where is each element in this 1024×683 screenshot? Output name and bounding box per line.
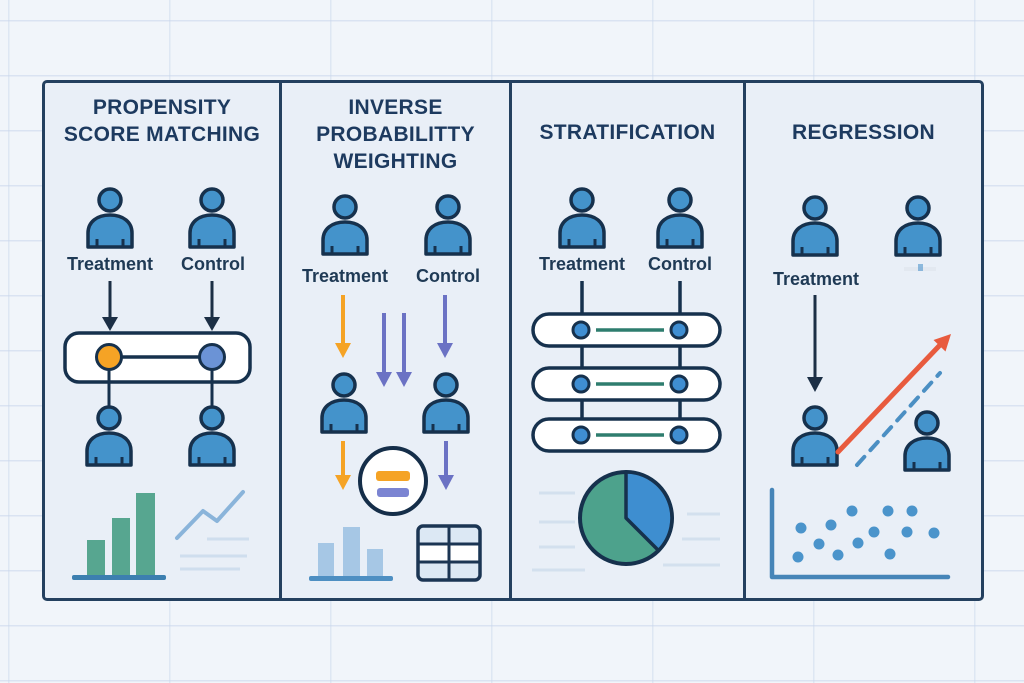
- bar-chart-icon: [309, 527, 393, 581]
- stratum-dot: [571, 320, 591, 340]
- person-icon: [424, 194, 472, 256]
- stratum-dot: [669, 374, 689, 394]
- stratification-diagram: Treatment Control: [512, 83, 743, 598]
- match-dot-treated: [95, 343, 123, 371]
- weight-arrow-orange-icon: [335, 295, 351, 358]
- down-arrow-icon: [204, 281, 220, 331]
- panel-inverse-probability-weighting: INVERSE PROBABILITTY WEIGHTING: [279, 83, 509, 598]
- regression-graphics: [769, 195, 951, 580]
- person-icon: [85, 405, 133, 467]
- person-icon: [656, 187, 704, 249]
- person-icon: [320, 372, 368, 434]
- stratification-graphics: [531, 187, 722, 572]
- down-arrow-icon: [102, 281, 118, 331]
- control-label: Control: [416, 266, 480, 286]
- person-icon: [791, 405, 839, 467]
- equals-circle-icon: [358, 446, 428, 516]
- match-dot-control: [198, 343, 226, 371]
- ipw-graphics: [309, 194, 482, 582]
- pie-chart-icon: [578, 470, 674, 566]
- scatter-plot-icon: [769, 487, 951, 580]
- erased-label-mark: [904, 264, 936, 271]
- weight-arrow-orange-icon: [335, 441, 351, 490]
- person-icon: [188, 405, 236, 467]
- table-icon: [416, 524, 482, 582]
- dashed-trend-line-icon: [855, 371, 942, 467]
- treatment-label: Treatment: [538, 254, 626, 274]
- panel-title: REGRESSION: [791, 121, 936, 144]
- psm-graphics: [63, 187, 252, 580]
- stratum-dot: [571, 374, 591, 394]
- treatment-label: Treatment: [66, 254, 154, 274]
- person-icon: [422, 372, 470, 434]
- person-icon: [903, 410, 951, 472]
- panel-stratification: STRATIFICATION: [509, 83, 743, 598]
- stratum-box: [531, 366, 722, 402]
- weight-arrow-purple-icon: [376, 313, 392, 387]
- regression-diagram: Treatment: [746, 83, 981, 598]
- control-label: Control: [181, 254, 245, 274]
- stratum-dot: [571, 425, 591, 445]
- line-chart-icon: [175, 490, 249, 571]
- weight-arrow-purple-icon: [396, 313, 412, 387]
- ipw-diagram: Treatment Control: [282, 83, 509, 598]
- control-label: Control: [648, 254, 712, 274]
- notes-lines: [532, 491, 720, 572]
- panel-title: STRATIFICATION: [539, 121, 716, 144]
- psm-diagram: Treatment Control: [45, 83, 279, 598]
- stratum-box: [531, 312, 722, 348]
- person-icon: [791, 195, 839, 257]
- weight-arrow-purple-icon: [438, 441, 454, 490]
- person-icon: [558, 187, 606, 249]
- stratum-box: [531, 417, 722, 453]
- treatment-label: Treatment: [772, 269, 860, 289]
- person-icon: [321, 194, 369, 256]
- weight-arrow-purple-icon: [437, 295, 453, 358]
- person-icon: [188, 187, 236, 249]
- treatment-label: Treatment: [301, 266, 389, 286]
- down-arrow-icon: [807, 295, 823, 392]
- bar-chart-icon: [72, 493, 166, 580]
- stratum-dot: [669, 425, 689, 445]
- methods-infographic-board: PROPENSITY SCORE MATCHING: [42, 80, 984, 601]
- panel-propensity-score-matching: PROPENSITY SCORE MATCHING: [45, 83, 279, 598]
- panel-regression: REGRESSION: [743, 83, 981, 598]
- stratum-dot: [669, 320, 689, 340]
- panel-title: PROPENSITY SCORE MATCHING: [63, 96, 261, 146]
- panel-title: INVERSE PROBABILITTY WEIGHTING: [316, 96, 475, 173]
- person-icon: [86, 187, 134, 249]
- regression-arrow-icon: [835, 334, 951, 455]
- person-icon: [894, 195, 942, 257]
